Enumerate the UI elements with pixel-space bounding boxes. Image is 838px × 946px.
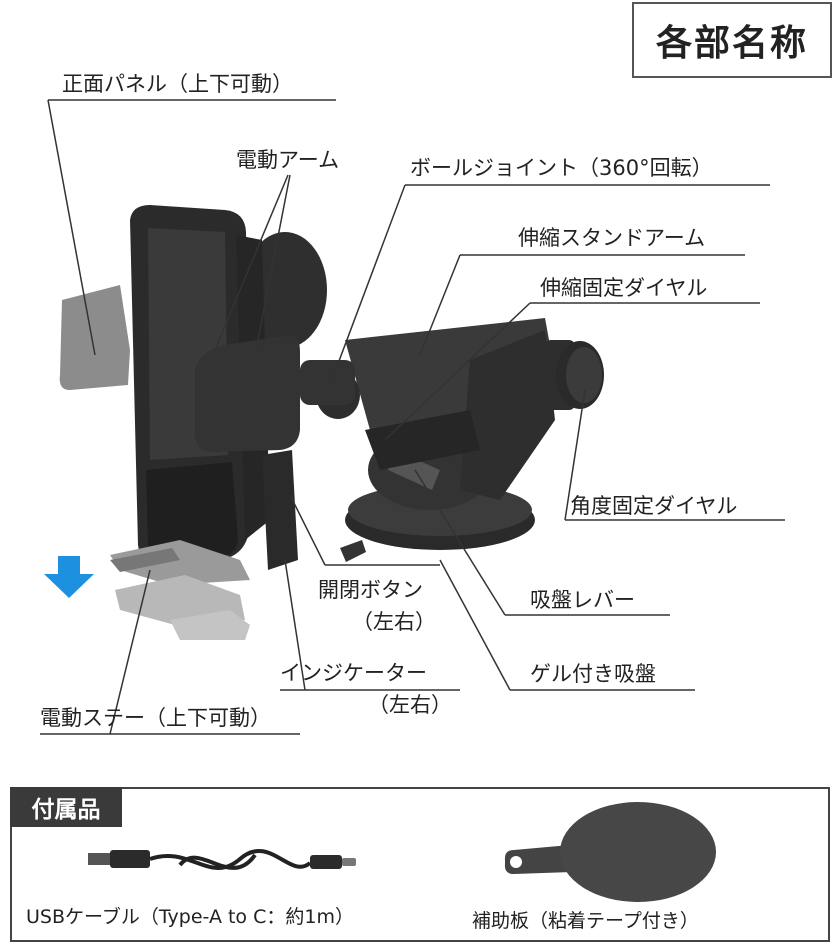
front-panel-left-grip: [59, 285, 130, 390]
label-gel-suction: ゲル付き吸盤: [530, 662, 656, 686]
down-arrow-icon: [44, 556, 94, 598]
page-title: 各部名称: [632, 2, 832, 78]
accessories-frame: [10, 787, 830, 942]
label-electric-arm: 電動アーム: [236, 148, 340, 172]
cable-caption: USBケーブル（Type-A to C：約1m）: [26, 906, 354, 928]
plate-caption: 補助板（粘着テープ付き）: [472, 910, 699, 932]
label-ball-joint: ボールジョイント（360°回転）: [410, 156, 713, 180]
angle-fixing-dial: [545, 340, 604, 410]
electric-arm-right: [195, 335, 300, 452]
ball-joint: [300, 360, 360, 419]
label-indicator: インジケーター: [280, 661, 427, 685]
label-telescopic-arm: 伸縮スタンドアーム: [518, 226, 706, 250]
support-plate-icon: [504, 802, 716, 902]
usb-cable-icon: [88, 849, 356, 870]
label-angle-dial: 角度固定ダイヤル: [570, 494, 738, 518]
product-diagram: [40, 99, 785, 735]
electric-stay-feet: [110, 540, 250, 640]
label-indicator-lr: （左右）: [368, 693, 452, 717]
accessories-heading: 付属品: [10, 787, 122, 827]
telescopic-stand-arm: [345, 318, 560, 500]
label-front-panel: 正面パネル（上下可動）: [62, 72, 293, 96]
leader-lines: [40, 99, 785, 735]
label-electric-stay: 電動ステー（上下可動）: [40, 706, 271, 730]
label-telescopic-dial: 伸縮固定ダイヤル: [540, 276, 708, 300]
label-suction-lever: 吸盤レバー: [530, 588, 635, 612]
label-open-close-button: 開閉ボタン: [318, 578, 423, 602]
label-open-close-lr: （左右）: [352, 610, 436, 634]
holder-body: [130, 205, 270, 565]
